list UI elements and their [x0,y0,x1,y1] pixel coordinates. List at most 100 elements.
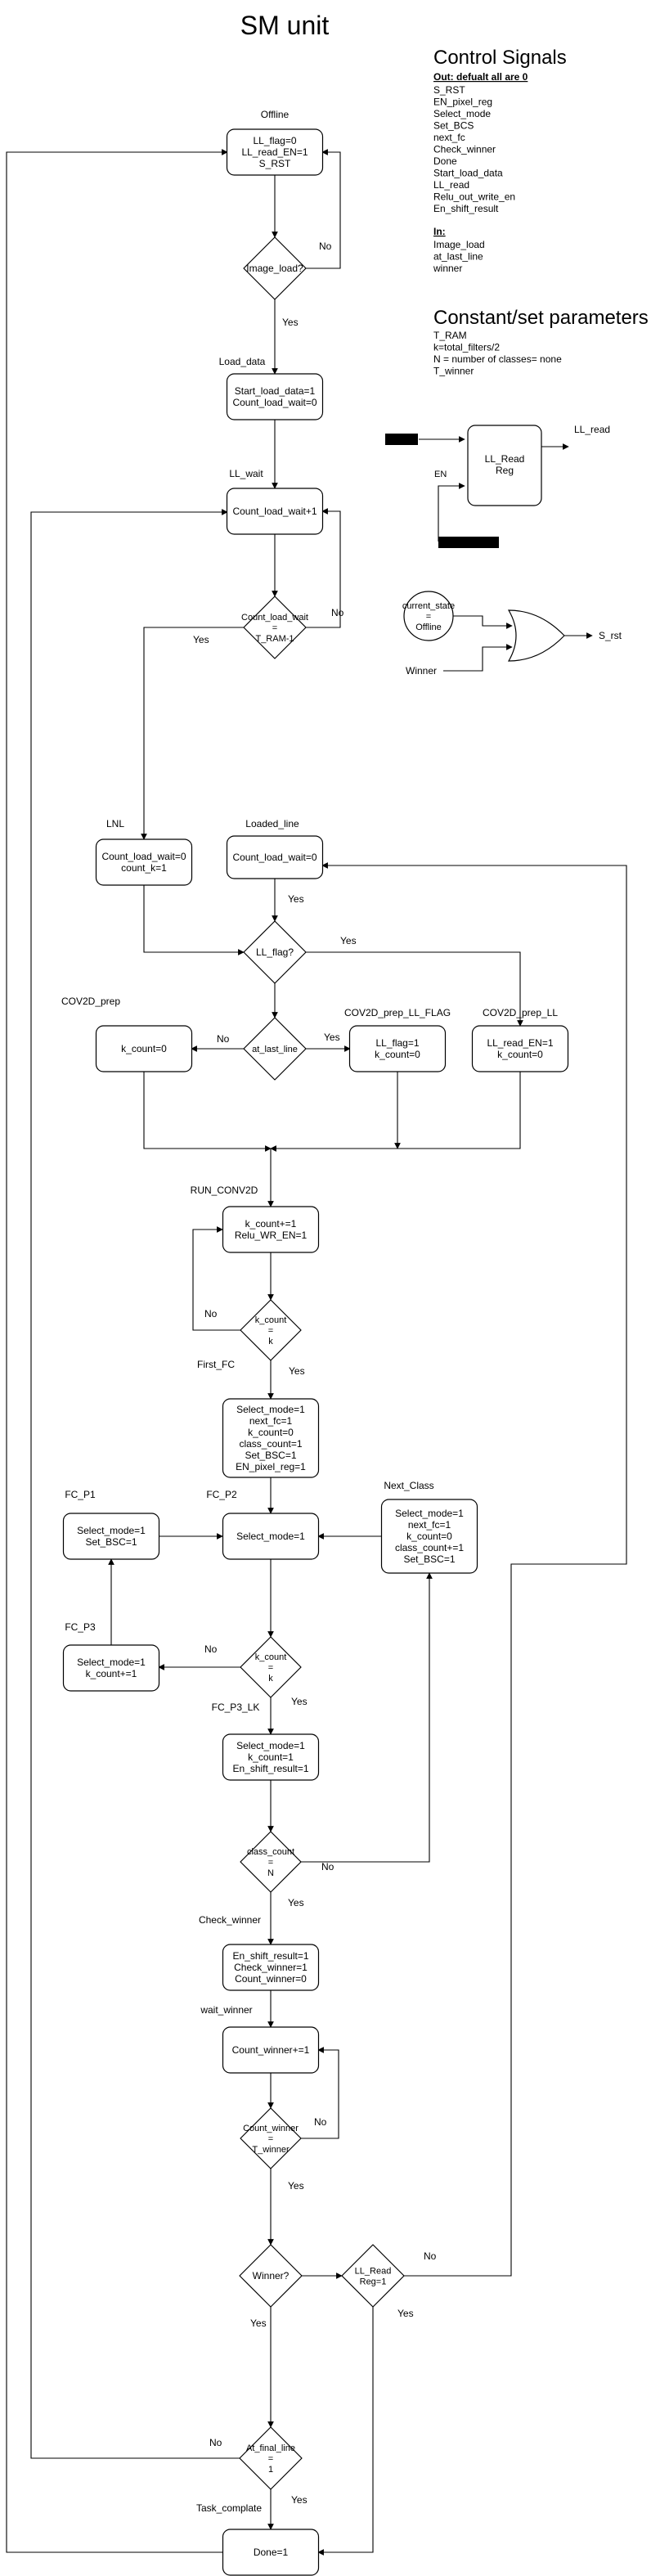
decision-text: 1 [268,2465,273,2475]
decision-winner: Winner? [239,2244,303,2308]
ll-flag-input-label: LL_flag [385,435,417,445]
decision-text: = [272,623,277,633]
state-name-label: Loaded_line [245,818,299,829]
state-fc-p3-lk: Select_mode=1k_count=1En_shift_result=1 [222,1733,320,1781]
yes-label: Yes [282,317,299,328]
en-label: EN [434,470,447,479]
s-rst-logic-block: current_state=Offline [402,591,565,662]
output-signal: S_RST [433,84,465,96]
output-signal: Start_load_data [433,168,503,179]
decision-t-ram: Count_load_wait=T_RAM-1 [241,596,308,659]
flow-arrow [6,149,228,2553]
flow-arrow [270,1072,521,1152]
or-gate-shape [507,609,565,662]
ll-read-reg-label: LL_Read [485,453,525,465]
state-box [380,1499,478,1574]
state-box [226,373,324,420]
flow-arrow [321,862,627,2277]
state-box [222,2026,320,2074]
yes-label: Yes [289,1365,305,1377]
s-rst-output-label: S_rst [599,630,622,641]
state-action-text: Set_BSC=1 [245,1450,296,1461]
state-action-text: k_count+=1 [245,1218,297,1230]
state-box [95,1025,193,1072]
state-box [226,835,324,879]
no-label: No [319,241,332,252]
output-signal: Check_winner [433,144,496,155]
state-action-text: k_count=0 [121,1043,167,1054]
current-state-ellipse [403,591,454,641]
yes-label: Yes [397,2308,414,2319]
state-check-winner: En_shift_result=1Check_winner=1Count_win… [222,1944,320,1991]
decision-k-fc: k_count=k [240,1636,302,1698]
parameter-item: T_winner [433,366,474,377]
yes-label: Yes [324,1032,340,1043]
decision-diamond [243,236,307,300]
output-signal: next_fc [433,132,465,143]
current-state-text: current_state [402,601,455,611]
state-name-label: Check_winner [199,1914,261,1926]
decision-diamond [240,1299,302,1361]
decision-diamond [239,2244,303,2308]
state-action-text: EN_pixel_reg=1 [236,1461,306,1472]
input-signal: Image_load [433,239,485,250]
state-name-label: COV2D_prep_LL_FLAG [344,1007,451,1018]
ll-read-output-label: LL_read [574,424,610,435]
decision-t-winner: Count_winner=T_winner [240,2107,302,2169]
state-action-text: Count_load_wait=0 [232,397,317,408]
state-name-label: FC_P3_LK [212,1702,260,1713]
yes-label: Yes [291,2494,308,2506]
decision-text: = [268,1663,273,1673]
state-action-text: Start_load_data=1 [235,385,316,397]
state-action-text: Select_mode=1 [77,1525,146,1536]
state-name-label: First_FC [197,1359,235,1370]
state-action-text: En_shift_result=1 [232,1763,308,1774]
no-label: No [204,1308,218,1319]
no-label: No [321,1861,334,1872]
decision-diamond [240,2107,302,2169]
state-action-text: Count_winner=0 [235,1973,307,1985]
state-action-text: next_fc=1 [408,1519,451,1531]
yes-label: Yes [288,1897,304,1908]
state-name-label: FC_P2 [206,1489,237,1500]
input-signal: winner [433,263,462,274]
state-wait-winner: Count_winner+=1 [222,2026,320,2074]
state-action-text: Count_load_wait=0 [232,852,317,863]
decision-diamond [239,2426,303,2490]
state-action-text: Check_winner=1 [234,1962,308,1973]
state-name-label: Next_Class [384,1480,433,1491]
state-action-text: LL_read_EN=1 [487,1037,553,1049]
state-box [222,1398,320,1478]
decision-text: Reg=1 [360,2277,387,2286]
state-fc-p2: Select_mode=1 [222,1513,320,1560]
state-action-text: count_k=1 [121,862,167,874]
decision-diamond [240,1831,302,1893]
decision-diamond [243,920,307,984]
state-action-text: class_count=1 [239,1438,302,1450]
decision-text: = [268,2454,273,2464]
state-action-text: En_shift_result=1 [232,1950,308,1962]
state-box [226,488,324,535]
decision-at-last-line: at_last_line [243,1017,307,1081]
state-first-fc: Select_mode=1next_fc=1k_count=0class_cou… [222,1398,320,1478]
state-name-label: FC_P3 [65,1621,96,1633]
state-name-label: LL_wait [229,468,263,479]
decision-text: At_final_line [246,2443,295,2453]
flow-arrow [143,885,245,955]
state-cov2d-prep-ll: LL_read_EN=1k_count=0 [471,1025,569,1072]
decision-text: at_last_line [252,1045,298,1054]
state-action-text: k_count=0 [497,1049,543,1060]
state-action-text: k_count=0 [248,1427,294,1438]
output-signal: LL_read [433,179,469,191]
decision-diamond [243,596,307,659]
page-title: SM unit [240,11,330,40]
parameter-item: k=total_filters/2 [433,342,500,353]
state-cov2d-prep-ll-flag: LL_flag=1k_count=0 [348,1025,447,1072]
decision-text: Winner? [253,2270,290,2282]
state-action-text: Relu_WR_EN=1 [235,1230,308,1241]
no-label: No [209,2437,222,2448]
state-action-text: class_count+=1 [395,1542,464,1553]
